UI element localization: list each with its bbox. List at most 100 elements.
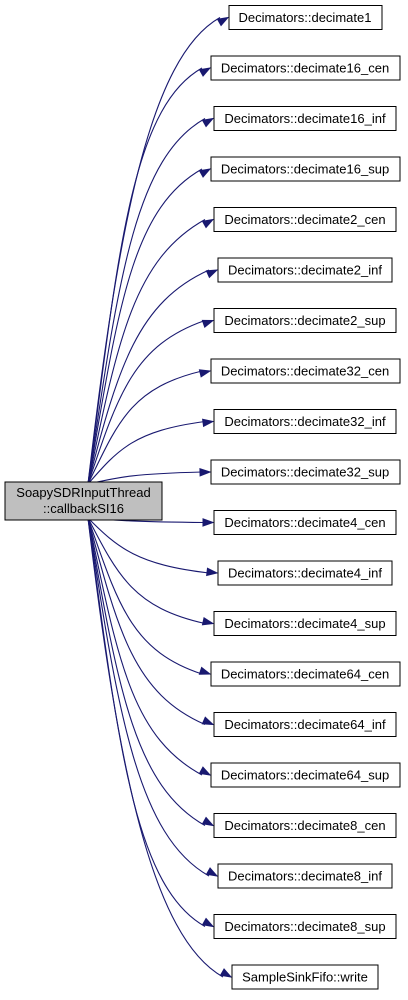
target-node-decimators-decimate8-cen[interactable]: Decimators::decimate8_cen — [213, 813, 397, 838]
target-node-box[interactable] — [217, 257, 393, 283]
edge-to-decimators-decimate8-inf — [87, 517, 210, 877]
arrowhead-decimators-decimate1 — [216, 16, 230, 27]
edge-to-decimators-decimate32-inf — [87, 420, 206, 485]
arrowhead-decimators-decimate4-inf — [206, 567, 219, 577]
arrowhead-decimators-decimate32-inf — [202, 418, 215, 428]
target-node-box[interactable] — [213, 510, 397, 535]
edge-to-decimators-decimate16-cen — [87, 67, 203, 485]
arrowhead-decimators-decimate64-cen — [198, 666, 212, 675]
target-node-decimators-decimate1[interactable]: Decimators::decimate1 — [228, 5, 383, 30]
target-node-box[interactable] — [210, 762, 401, 788]
arrowhead-samplesinkfifo-write — [219, 968, 233, 978]
target-node-box[interactable] — [210, 55, 401, 81]
arrowhead-decimators-decimate64-inf — [201, 716, 215, 726]
target-node-box[interactable] — [217, 863, 393, 889]
arrowhead-decimators-decimate16-cen — [198, 67, 212, 77]
edge-to-decimators-decimate2-inf — [87, 269, 210, 485]
target-node-decimators-decimate8-sup[interactable]: Decimators::decimate8_sup — [213, 914, 397, 939]
target-node-label: Decimators::decimate2_sup — [224, 313, 385, 328]
target-node-label: Decimators::decimate8_sup — [224, 919, 385, 934]
edge-to-decimators-decimate4-inf — [87, 517, 210, 574]
arrowhead-decimators-decimate32-sup — [199, 467, 212, 477]
target-node-label: Decimators::decimate32_inf — [224, 414, 386, 429]
edge-to-decimators-decimate16-sup — [87, 168, 203, 485]
target-node-box[interactable] — [210, 459, 401, 485]
arrowhead-decimators-decimate8-inf — [205, 867, 219, 877]
target-node-decimators-decimate16-inf[interactable]: Decimators::decimate16_inf — [213, 106, 397, 131]
edge-to-decimators-decimate64-sup — [87, 517, 203, 776]
target-node-decimators-decimate4-sup[interactable]: Decimators::decimate4_sup — [213, 611, 397, 636]
target-node-decimators-decimate4-cen[interactable]: Decimators::decimate4_cen — [213, 510, 397, 535]
arrowhead-decimators-decimate8-cen — [201, 816, 215, 827]
target-node-decimators-decimate2-sup[interactable]: Decimators::decimate2_sup — [213, 308, 397, 333]
target-node-decimators-decimate32-sup[interactable]: Decimators::decimate32_sup — [210, 459, 401, 485]
target-node-label: Decimators::decimate16_sup — [221, 162, 389, 177]
target-node-box[interactable] — [213, 308, 397, 333]
edge-to-decimators-decimate4-sup — [87, 517, 206, 625]
arrowhead-decimators-decimate8-sup — [201, 917, 215, 928]
target-node-label: Decimators::decimate64_cen — [221, 667, 389, 682]
target-node-box[interactable] — [210, 661, 401, 687]
arrowhead-decimators-decimate2-sup — [201, 319, 215, 329]
edge-to-samplesinkfifo-write — [87, 517, 224, 978]
edge-to-decimators-decimate8-sup — [87, 517, 206, 927]
target-node-decimators-decimate2-inf[interactable]: Decimators::decimate2_inf — [217, 257, 393, 283]
target-node-decimators-decimate64-sup[interactable]: Decimators::decimate64_sup — [210, 762, 401, 788]
target-node-box[interactable] — [210, 358, 401, 384]
edge-to-decimators-decimate2-sup — [87, 319, 206, 485]
target-node-decimators-decimate16-cen[interactable]: Decimators::decimate16_cen — [210, 55, 401, 81]
arrowhead-decimators-decimate16-inf — [201, 117, 215, 128]
target-node-box[interactable] — [213, 106, 397, 131]
target-node-label: Decimators::decimate64_sup — [221, 768, 389, 783]
target-node-label: Decimators::decimate8_inf — [228, 869, 382, 884]
target-node-samplesinkfifo-write[interactable]: SampleSinkFifo::write — [231, 964, 379, 990]
target-node-decimators-decimate4-inf[interactable]: Decimators::decimate4_inf — [217, 560, 393, 586]
target-node-box[interactable] — [213, 207, 397, 232]
target-node-decimators-decimate16-sup[interactable]: Decimators::decimate16_sup — [210, 156, 401, 182]
target-node-label: Decimators::decimate4_inf — [228, 566, 382, 581]
target-node-label: Decimators::decimate4_sup — [224, 616, 385, 631]
target-node-decimators-decimate2-cen[interactable]: Decimators::decimate2_cen — [213, 207, 397, 232]
target-node-box[interactable] — [210, 156, 401, 182]
edge-to-decimators-decimate64-cen — [87, 517, 203, 675]
target-node-label: Decimators::decimate4_cen — [224, 515, 385, 530]
arrowhead-decimators-decimate64-sup — [198, 766, 212, 776]
nodes-layer: SoapySDRInputThread ::callbackSI16 Decim… — [4, 5, 401, 990]
target-node-decimators-decimate64-cen[interactable]: Decimators::decimate64_cen — [210, 661, 401, 687]
target-node-box[interactable] — [217, 560, 393, 586]
edge-to-decimators-decimate64-inf — [87, 517, 206, 726]
arrowhead-decimators-decimate4-sup — [201, 617, 215, 626]
target-node-label: Decimators::decimate64_inf — [224, 717, 386, 732]
target-node-decimators-decimate64-inf[interactable]: Decimators::decimate64_inf — [213, 712, 397, 737]
target-node-label: Decimators::decimate32_cen — [221, 364, 389, 379]
target-node-label: Decimators::decimate1 — [239, 10, 372, 25]
arrowhead-decimators-decimate32-cen — [198, 369, 212, 378]
target-node-box[interactable] — [213, 611, 397, 636]
source-node-label-line1: SoapySDRInputThread — [16, 485, 150, 500]
target-node-label: Decimators::decimate32_sup — [221, 465, 389, 480]
edge-to-decimators-decimate2-cen — [87, 219, 206, 485]
target-node-label: Decimators::decimate8_cen — [224, 818, 385, 833]
target-node-box[interactable] — [213, 712, 397, 737]
target-node-label: Decimators::decimate16_inf — [224, 111, 386, 126]
arrowhead-decimators-decimate2-inf — [205, 269, 219, 279]
target-node-box[interactable] — [213, 409, 397, 434]
target-node-label: SampleSinkFifo::write — [242, 970, 368, 985]
target-node-decimators-decimate32-inf[interactable]: Decimators::decimate32_inf — [213, 409, 397, 434]
target-node-label: Decimators::decimate2_inf — [228, 263, 382, 278]
arrowhead-decimators-decimate16-sup — [198, 168, 212, 178]
edges-layer — [87, 16, 233, 978]
source-node-label-line2: ::callbackSI16 — [43, 501, 124, 516]
target-node-box[interactable] — [213, 914, 397, 939]
target-node-decimators-decimate8-inf[interactable]: Decimators::decimate8_inf — [217, 863, 393, 889]
target-node-decimators-decimate32-cen[interactable]: Decimators::decimate32_cen — [210, 358, 401, 384]
arrowhead-decimators-decimate4-cen — [202, 518, 215, 527]
target-node-box[interactable] — [228, 5, 383, 30]
target-node-box[interactable] — [231, 964, 379, 990]
target-node-box[interactable] — [213, 813, 397, 838]
edge-to-decimators-decimate16-inf — [87, 118, 206, 485]
source-node[interactable]: SoapySDRInputThread ::callbackSI16 — [4, 481, 163, 521]
source-node-box[interactable] — [4, 481, 163, 521]
edge-to-decimators-decimate8-cen — [87, 517, 206, 826]
